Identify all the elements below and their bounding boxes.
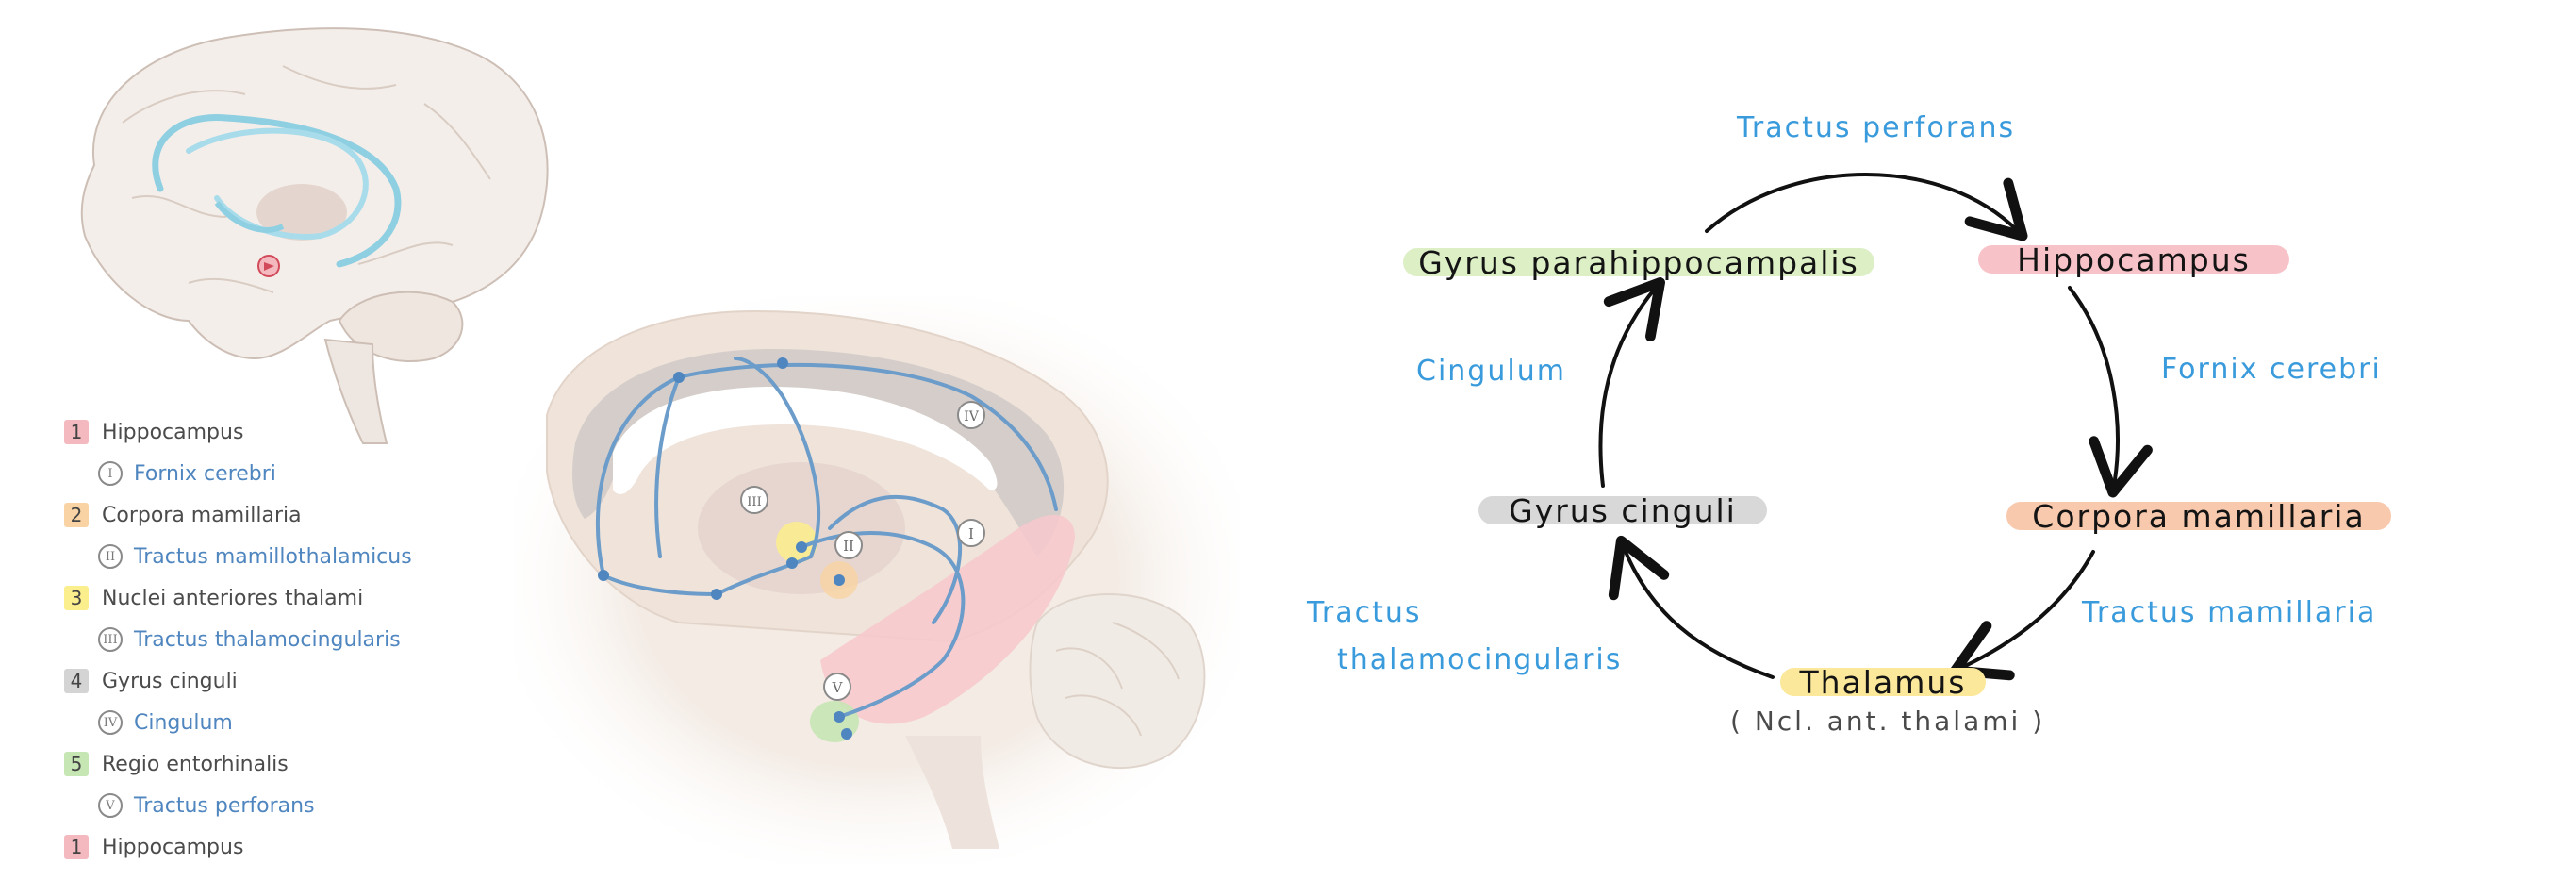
- legend-label: Hippocampus: [102, 420, 244, 444]
- legend-roman-marker: V: [98, 793, 123, 818]
- pathway-marker-V: V: [823, 673, 851, 701]
- tract-label-thalamocingularis-line2: thalamocingularis: [1337, 643, 1623, 676]
- node-gyrus-cinguli: Gyrus cinguli: [1478, 492, 1767, 529]
- legend-number-badge: 1: [64, 835, 89, 859]
- legend-roman-marker: I: [98, 461, 123, 486]
- legend-label: Corpora mamillaria: [102, 503, 302, 527]
- node-thalamus: Thalamus: [1780, 664, 1986, 701]
- legend-label: Tractus perforans: [134, 793, 315, 818]
- arrow-hippocampus-to-corpora-mamillaria: [2068, 286, 2153, 498]
- tract-label-mamillaria: Tractus mamillaria: [2082, 596, 2377, 629]
- legend-number-badge: 4: [64, 669, 89, 693]
- legend-roman-marker: IV: [98, 710, 123, 735]
- legend-row: V Tractus perforans: [64, 785, 479, 826]
- pathway-marker-IV: IV: [957, 401, 985, 429]
- node-label: Gyrus cinguli: [1509, 491, 1737, 529]
- legend-row: III Tractus thalamocingularis: [64, 619, 479, 660]
- tract-label-fornix: Fornix cerebri: [2161, 353, 2382, 386]
- node-corpora-mamillaria: Corpora mamillaria: [2006, 498, 2391, 535]
- legend-label: Hippocampus: [102, 835, 244, 859]
- legend-row: 2 Corpora mamillaria: [64, 494, 479, 536]
- arrow-parahippocampalis-to-hippocampus: [1705, 173, 2028, 241]
- node-gyrus-parahippocampalis: Gyrus parahippocampalis: [1403, 244, 1874, 281]
- pathway-marker-III: III: [740, 486, 768, 514]
- node-label: Hippocampus: [2017, 241, 2251, 278]
- marker-label: II: [843, 538, 854, 555]
- pathway-marker-I: I: [957, 519, 985, 547]
- legend-row: I Fornix cerebri: [64, 453, 479, 494]
- arrow-thalamus-to-gyrus-cinguli: [1608, 535, 1775, 679]
- tract-label-perforans: Tractus perforans: [1737, 111, 2016, 144]
- node-thalamus-sublabel: ( Ncl. ant. thalami ): [1730, 706, 2046, 737]
- legend-number-badge: 2: [64, 503, 89, 527]
- tract-label-cingulum: Cingulum: [1416, 355, 1566, 388]
- node-label: Corpora mamillaria: [2032, 497, 2366, 535]
- node-hippocampus: Hippocampus: [1978, 241, 2289, 278]
- legend-label: Nuclei anteriores thalami: [102, 586, 364, 610]
- cycle-arrows: [1598, 173, 2153, 681]
- legend-row: 1 Hippocampus: [64, 826, 479, 868]
- arrow-gyrus-cinguli-to-parahippocampalis: [1598, 277, 1666, 488]
- legend-row: IV Cingulum: [64, 702, 479, 743]
- legend-label: Tractus mamillothalamicus: [134, 544, 412, 569]
- legend-row: 1 Hippocampus: [64, 411, 479, 453]
- arrow-corpora-mamillaria-to-thalamus: [1950, 550, 2095, 681]
- legend-roman-marker: III: [98, 627, 123, 652]
- node-label: Thalamus: [1799, 663, 1967, 701]
- node-label: Gyrus parahippocampalis: [1418, 243, 1859, 281]
- tract-label-thalamocingularis-line1: Tractus: [1307, 596, 1422, 629]
- small-brain-illustration: [80, 27, 549, 444]
- marker-label: IV: [964, 409, 980, 424]
- legend-row: 4 Gyrus cinguli: [64, 660, 479, 702]
- marker-label: III: [747, 495, 761, 509]
- legend-label: Cingulum: [134, 710, 233, 735]
- marker-label: I: [968, 525, 974, 542]
- legend-roman-marker: II: [98, 544, 123, 569]
- legend-label: Regio entorhinalis: [102, 752, 289, 776]
- pathway-marker-II: II: [834, 531, 863, 559]
- legend-number-badge: 5: [64, 752, 89, 776]
- legend-row: 3 Nuclei anteriores thalami: [64, 577, 479, 619]
- sagittal-brain-illustration: I II III IV V: [514, 297, 1240, 863]
- legend-label: Tractus thalamocingularis: [134, 627, 401, 652]
- legend-label: Fornix cerebri: [134, 461, 276, 486]
- legend-number-badge: 3: [64, 586, 89, 610]
- marker-label: V: [832, 679, 844, 696]
- legend-label: Gyrus cinguli: [102, 669, 238, 693]
- legend-row: II Tractus mamillothalamicus: [64, 536, 479, 577]
- legend-row: 5 Regio entorhinalis: [64, 743, 479, 785]
- legend-number-badge: 1: [64, 420, 89, 444]
